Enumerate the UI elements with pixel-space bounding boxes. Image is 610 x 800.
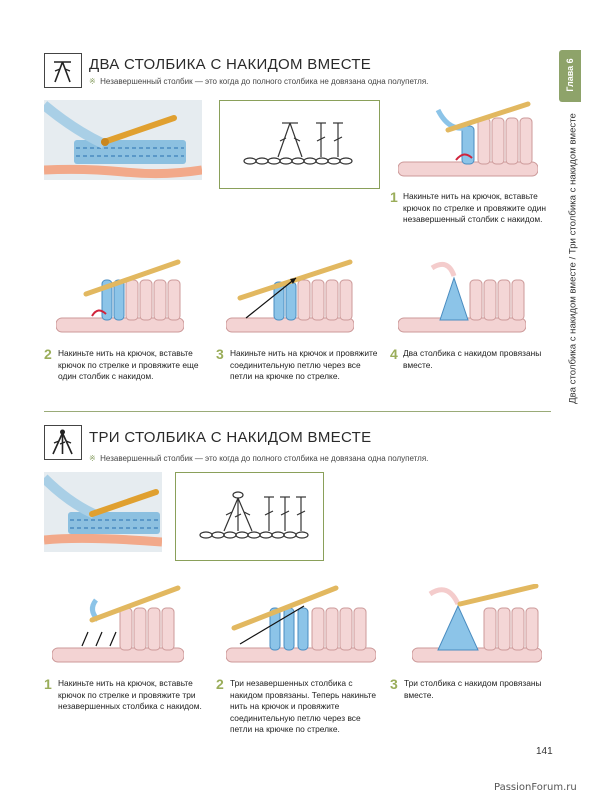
s1-step3-text: Накиньте нить на крючок и провяжите соед… [230,348,378,381]
chapter-tab: Глава 6 [559,50,581,102]
illustration-step2-two-dc [56,258,184,343]
section1-note: ※ Незавершенный столбик — это когда до п… [89,77,428,86]
two-dc-together-symbol-icon [54,61,71,83]
s1-step2-number: 2 [44,346,52,362]
s2-step3-number: 3 [390,676,398,692]
section-divider [44,411,551,412]
note-text: Незавершенный столбик — это когда до пол… [100,454,429,463]
photo-two-dc [44,100,202,180]
illustration-step4-two-dc [398,258,526,343]
section2-note: ※ Незавершенный столбик — это когда до п… [89,454,428,463]
section2-title: ТРИ СТОЛБИКА С НАКИДОМ ВМЕСТЕ [89,429,372,446]
s1-step3-number: 3 [216,346,224,362]
s2-step3-text: Три столбика с накидом провязаны вместе. [404,678,542,700]
two-dc-diagram [243,122,353,165]
s1-step1-text: Накиньте нить на крючок, вставьте крючок… [403,191,547,224]
three-dc-diagram [199,491,309,539]
chapter-tab-label: Глава 6 [565,58,575,92]
illustration-step1-two-dc [398,100,538,185]
watermark: PassionForum.ru [494,782,577,793]
side-title-text: Два столбика с накидом вместе / Три стол… [567,113,579,404]
s2-step1-text: Накиньте нить на крючок, вставьте крючок… [58,678,202,711]
note-text: Незавершенный столбик — это когда до пол… [100,77,429,86]
section1-title: ДВА СТОЛБИКА С НАКИДОМ ВМЕСТЕ [89,56,372,73]
s1-step1-number: 1 [390,189,398,205]
illustration-step3-three-dc [412,584,542,672]
illustration-step1-three-dc [52,584,184,672]
chart-two-dc [219,100,380,189]
symbol-box-two-dc [44,53,82,88]
illustration-step3-two-dc [226,258,354,343]
s1-step4-number: 4 [390,346,398,362]
note-mark: ※ [89,77,96,86]
note-mark: ※ [89,454,96,463]
chart-three-dc [175,472,324,561]
s2-step1-number: 1 [44,676,52,692]
s2-step2-number: 2 [216,676,224,692]
symbol-box-three-dc [44,425,82,460]
three-dc-together-symbol-icon [52,429,73,455]
photo-three-dc [44,472,162,552]
page-number: 141 [536,746,553,757]
side-title: Два столбика с накидом вместе / Три стол… [566,110,580,410]
s1-step2-text: Накиньте нить на крючок, вставьте крючок… [58,348,199,381]
s1-step4-text: Два столбика с накидом провязаны вместе. [403,348,542,370]
illustration-step2-three-dc [226,584,376,672]
s2-step2-text: Три незавершенных столбика с накидом про… [230,678,376,734]
